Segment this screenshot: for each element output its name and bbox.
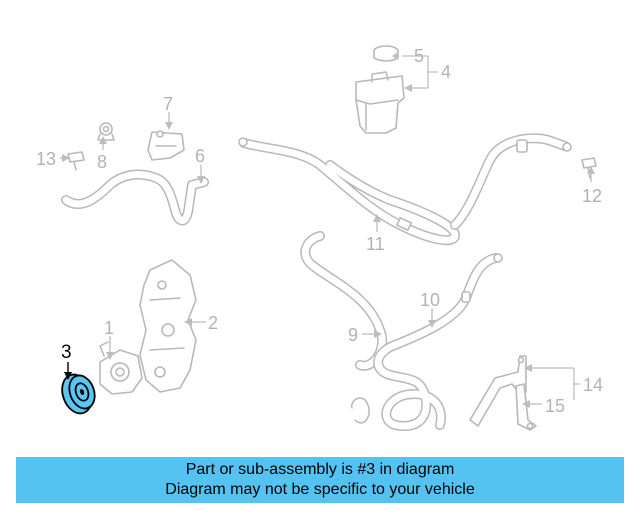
bolt-12-part[interactable] <box>581 157 597 179</box>
callout-4[interactable]: 4 <box>441 62 451 82</box>
leader-lines <box>60 52 595 408</box>
clip-13-part[interactable] <box>67 151 85 171</box>
callout-12[interactable]: 12 <box>582 186 602 206</box>
callout-5[interactable]: 5 <box>414 46 424 66</box>
callout-6[interactable]: 6 <box>195 146 205 166</box>
clamp-8-part[interactable] <box>97 122 115 141</box>
reservoir-cap-part[interactable] <box>373 45 399 62</box>
pressure-line-part[interactable] <box>238 133 572 246</box>
callout-2[interactable]: 2 <box>208 313 218 333</box>
callout-13[interactable]: 13 <box>36 149 56 169</box>
pump-1-part[interactable] <box>99 341 143 395</box>
pulley-3-part[interactable] <box>57 370 99 417</box>
callout-14[interactable]: 14 <box>583 375 603 395</box>
callout-15[interactable]: 15 <box>545 396 565 416</box>
bracket-7-part[interactable] <box>147 130 185 161</box>
callout-3[interactable]: 3 <box>61 342 72 363</box>
callout-labels: 1 2 3 4 5 6 7 8 9 10 11 12 13 14 15 <box>36 46 603 416</box>
hose-6-part[interactable] <box>61 169 209 226</box>
pump-cover-2-part[interactable] <box>139 259 197 393</box>
cooler-line-10-part[interactable] <box>351 253 503 431</box>
reservoir-part[interactable] <box>355 71 405 134</box>
callout-10[interactable]: 10 <box>420 290 440 310</box>
callout-11[interactable]: 11 <box>366 234 385 254</box>
callout-7[interactable]: 7 <box>163 94 173 114</box>
banner-line-2: Diagram may not be specific to your vehi… <box>165 481 475 498</box>
callout-9[interactable]: 9 <box>348 325 358 345</box>
banner-line-1: Part or sub-assembly is #3 in diagram <box>185 461 455 478</box>
info-banner: Part or sub-assembly is #3 in diagram Di… <box>16 457 624 503</box>
return-hose-9-part[interactable] <box>300 231 387 371</box>
callout-1[interactable]: 1 <box>104 318 114 338</box>
bracket-15-part[interactable] <box>515 383 537 431</box>
callout-8[interactable]: 8 <box>97 152 107 172</box>
bracket-14-part[interactable] <box>469 355 527 427</box>
